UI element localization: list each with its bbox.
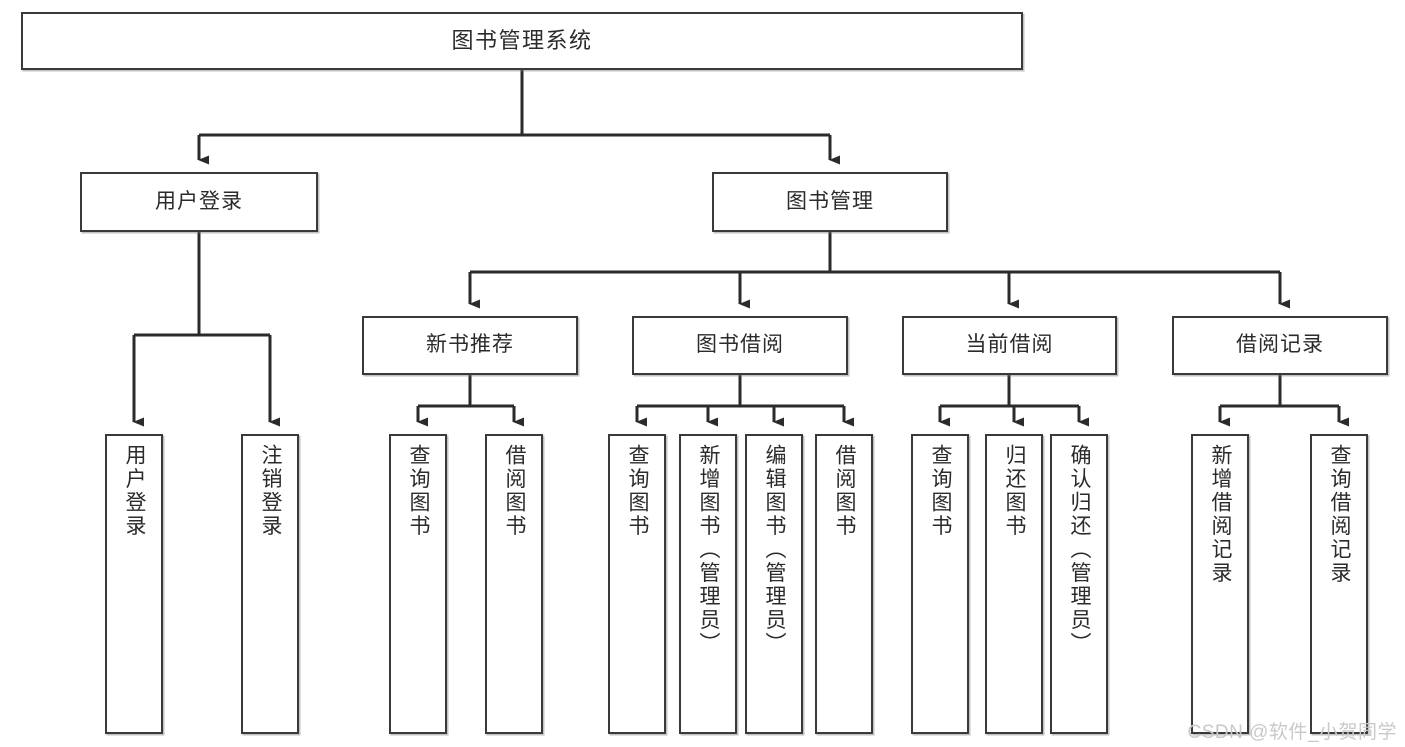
node-user-login-label: 用户登录 xyxy=(155,189,243,213)
node-root[interactable]: 图书管理系统 xyxy=(21,12,1023,70)
node-leaf-add-book-admin[interactable]: 新增图书（管理员） xyxy=(679,434,737,734)
node-leaf-confirm-return-admin-label: 确认归还（管理员） xyxy=(1068,444,1092,656)
node-leaf-add-book-admin-label: 新增图书（管理员） xyxy=(697,444,721,656)
node-leaf-borrow-book-label: 借阅图书 xyxy=(833,444,857,538)
node-leaf-add-borrow-record-label: 新增借阅记录 xyxy=(1209,444,1233,585)
node-leaf-add-borrow-record[interactable]: 新增借阅记录 xyxy=(1191,434,1249,734)
node-leaf-user-login-label: 用户登录 xyxy=(123,444,147,538)
node-leaf-return-book-label: 归还图书 xyxy=(1003,444,1027,538)
node-leaf-borrow-book-recommend[interactable]: 借阅图书 xyxy=(485,434,543,734)
node-leaf-edit-book-admin-label: 编辑图书（管理员） xyxy=(763,444,787,656)
node-leaf-query-book-label: 查询图书 xyxy=(626,444,650,538)
node-current-borrow-label: 当前借阅 xyxy=(965,333,1054,357)
node-root-label: 图书管理系统 xyxy=(451,28,593,54)
node-leaf-logout[interactable]: 注销登录 xyxy=(241,434,299,734)
node-leaf-query-book-recommend-label: 查询图书 xyxy=(407,444,431,538)
node-book-manage-label: 图书管理 xyxy=(786,189,874,213)
node-book-borrow[interactable]: 图书借阅 xyxy=(632,316,848,375)
node-leaf-borrow-book-recommend-label: 借阅图书 xyxy=(503,444,527,538)
node-current-borrow[interactable]: 当前借阅 xyxy=(902,316,1117,375)
watermark-text: CSDN @软件_小贺同学 xyxy=(1187,722,1397,743)
node-leaf-return-book[interactable]: 归还图书 xyxy=(985,434,1043,734)
node-leaf-query-book-recommend[interactable]: 查询图书 xyxy=(389,434,447,734)
node-new-book-recommend-label: 新书推荐 xyxy=(426,333,514,357)
node-user-login[interactable]: 用户登录 xyxy=(80,172,318,232)
node-leaf-edit-book-admin[interactable]: 编辑图书（管理员） xyxy=(745,434,803,734)
node-borrow-record[interactable]: 借阅记录 xyxy=(1172,316,1388,375)
node-leaf-query-book-current[interactable]: 查询图书 xyxy=(911,434,969,734)
node-leaf-user-login[interactable]: 用户登录 xyxy=(105,434,163,734)
node-leaf-borrow-book[interactable]: 借阅图书 xyxy=(815,434,873,734)
node-leaf-query-borrow-record-label: 查询借阅记录 xyxy=(1328,444,1352,585)
node-leaf-confirm-return-admin[interactable]: 确认归还（管理员） xyxy=(1050,434,1108,734)
node-book-manage[interactable]: 图书管理 xyxy=(712,172,948,232)
node-leaf-query-borrow-record[interactable]: 查询借阅记录 xyxy=(1310,434,1368,734)
node-book-borrow-label: 图书借阅 xyxy=(696,333,784,357)
node-leaf-query-book-current-label: 查询图书 xyxy=(929,444,953,538)
node-new-book-recommend[interactable]: 新书推荐 xyxy=(362,316,578,375)
node-leaf-query-book[interactable]: 查询图书 xyxy=(608,434,666,734)
node-leaf-logout-label: 注销登录 xyxy=(259,444,283,538)
node-borrow-record-label: 借阅记录 xyxy=(1236,333,1324,357)
